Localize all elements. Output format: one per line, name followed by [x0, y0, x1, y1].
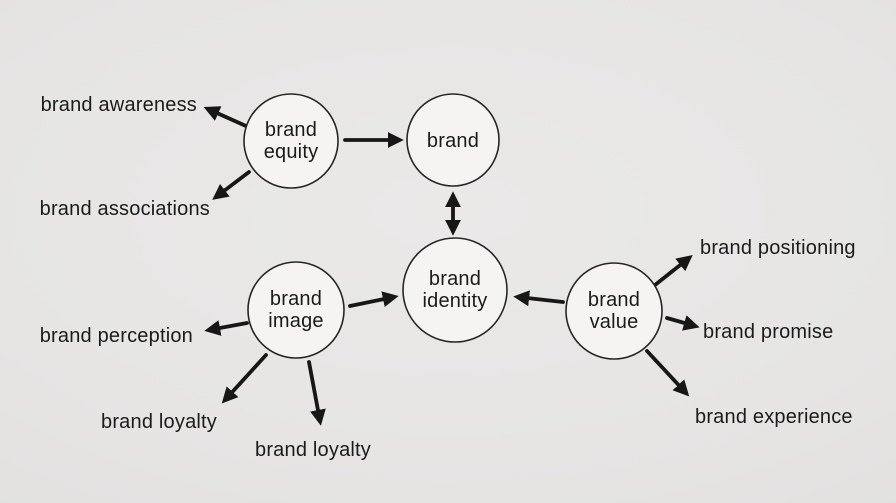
arrow-value-to-experience — [645, 349, 690, 397]
node-brand — [406, 93, 500, 187]
node-brand-equity — [243, 93, 339, 189]
arrow-value-to-promise — [665, 315, 700, 331]
label-brand-associations: brand associations — [40, 198, 210, 220]
label-brand-promise: brand promise — [703, 321, 833, 343]
arrow-image-to-loyalty-bottom — [307, 360, 326, 426]
arrow-image-to-identity — [348, 291, 399, 308]
label-brand-awareness: brand awareness — [41, 94, 197, 116]
label-brand-loyalty-bottom: brand loyalty — [255, 439, 371, 461]
node-brand-equity-label-line1: brand — [265, 119, 317, 141]
label-brand-loyalty-left: brand loyalty — [101, 411, 217, 433]
node-brand-identity — [402, 237, 508, 343]
arrow-image-to-loyalty-left — [221, 353, 268, 404]
node-brand-value-label-line1: brand — [588, 289, 640, 311]
node-brand-value-label-line2: value — [590, 311, 639, 333]
node-brand-label: brand — [427, 130, 479, 152]
arrow-equity-to-associations — [212, 170, 251, 200]
node-brand-identity-label-line1: brand — [429, 268, 481, 290]
label-brand-positioning: brand positioning — [700, 237, 856, 259]
node-brand-image — [247, 261, 345, 359]
node-brand-image-label-line1: brand — [270, 288, 322, 310]
node-brand-identity-label-line2: identity — [423, 290, 488, 312]
arrow-image-to-perception — [204, 320, 249, 336]
arrow-value-to-identity — [513, 290, 565, 307]
label-brand-experience: brand experience — [695, 406, 853, 428]
arrow-equity-to-awareness — [203, 106, 248, 128]
label-brand-perception: brand perception — [40, 325, 193, 347]
node-brand-value — [565, 262, 663, 360]
arrow-value-to-positioning — [653, 255, 693, 287]
node-brand-equity-label-line2: equity — [264, 141, 319, 163]
node-brand-image-label-line2: image — [268, 310, 323, 332]
